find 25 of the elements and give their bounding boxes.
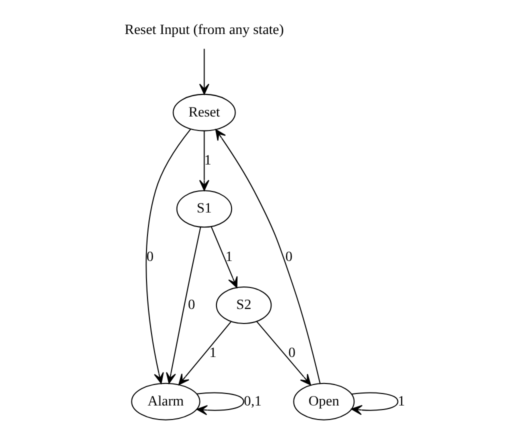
edge-label: 0 [146, 248, 154, 265]
arrow [166, 226, 202, 384]
node-ellipse: S1 [176, 190, 232, 228]
arrow [215, 129, 321, 384]
edge-label: 0 [288, 345, 296, 362]
arrow [210, 226, 238, 288]
arrow [351, 392, 398, 416]
node-ellipse: Reset [172, 94, 236, 132]
node-ellipse: S2 [216, 286, 272, 324]
node-ellipse: Open [293, 382, 355, 420]
arrow [196, 392, 244, 416]
arrow [146, 128, 192, 384]
edge-label: 0 [188, 296, 196, 313]
edge-label: 0 [285, 248, 292, 265]
arrow [256, 321, 312, 386]
edge-label: 1 [204, 152, 212, 168]
node-text: Reset Input (from any state) [124, 22, 284, 38]
edge-label: 1 [398, 393, 405, 410]
edge-label: 1 [226, 248, 233, 265]
edge-label: 1 [209, 345, 216, 362]
node-ellipse: Alarm [131, 382, 200, 420]
arrow [199, 130, 210, 191]
arrow [199, 48, 210, 95]
edge-label: 0,1 [244, 393, 262, 410]
arrow [178, 322, 232, 386]
